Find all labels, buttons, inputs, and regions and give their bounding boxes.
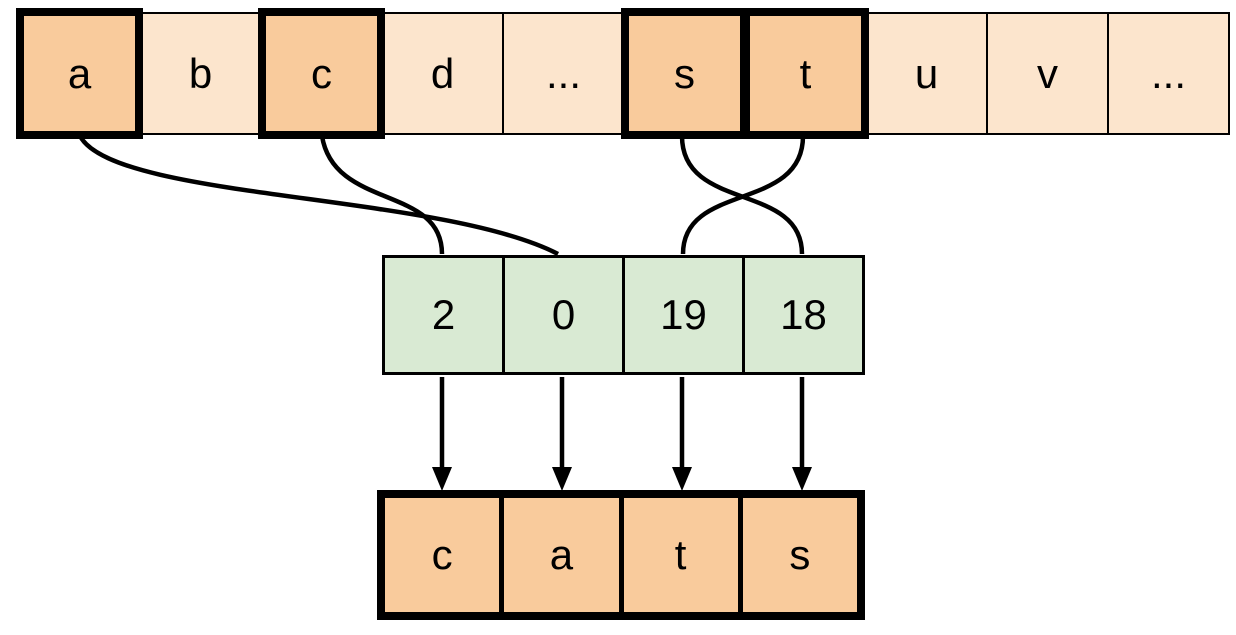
alphabet-cell-ellipsis-2: ... <box>1107 12 1230 135</box>
alphabet-cell-s: s <box>621 8 748 139</box>
result-array: c a t s <box>377 490 865 620</box>
result-cell-a: a <box>499 498 619 612</box>
index-cell-19: 19 <box>622 255 745 375</box>
index-cell-18: 18 <box>742 255 865 375</box>
alphabet-cell-a: a <box>16 8 143 139</box>
result-cell-c: c <box>385 498 500 612</box>
arrowhead-icon <box>552 467 572 491</box>
alphabet-cell-d: d <box>381 12 504 135</box>
curve-t-to-19 <box>680 135 806 255</box>
result-cell-s: s <box>737 498 857 612</box>
index-cell-2: 2 <box>382 255 505 375</box>
arrowhead-icon <box>432 467 452 491</box>
arrowhead-icon <box>792 467 812 491</box>
alphabet-cell-b: b <box>139 12 262 135</box>
curve-a-to-0 <box>78 134 560 256</box>
alphabet-cell-ellipsis-1: ... <box>502 12 625 135</box>
curve-c-to-2 <box>319 135 445 255</box>
alphabet-cell-c: c <box>258 8 385 139</box>
arrowhead-icon <box>672 467 692 491</box>
index-cell-0: 0 <box>502 255 625 375</box>
alphabet-cell-v: v <box>986 12 1109 135</box>
alphabet-cell-u: u <box>865 12 988 135</box>
alphabet-cell-t: t <box>742 8 869 139</box>
curve-s-to-18 <box>679 135 805 255</box>
result-cell-t: t <box>618 498 738 612</box>
